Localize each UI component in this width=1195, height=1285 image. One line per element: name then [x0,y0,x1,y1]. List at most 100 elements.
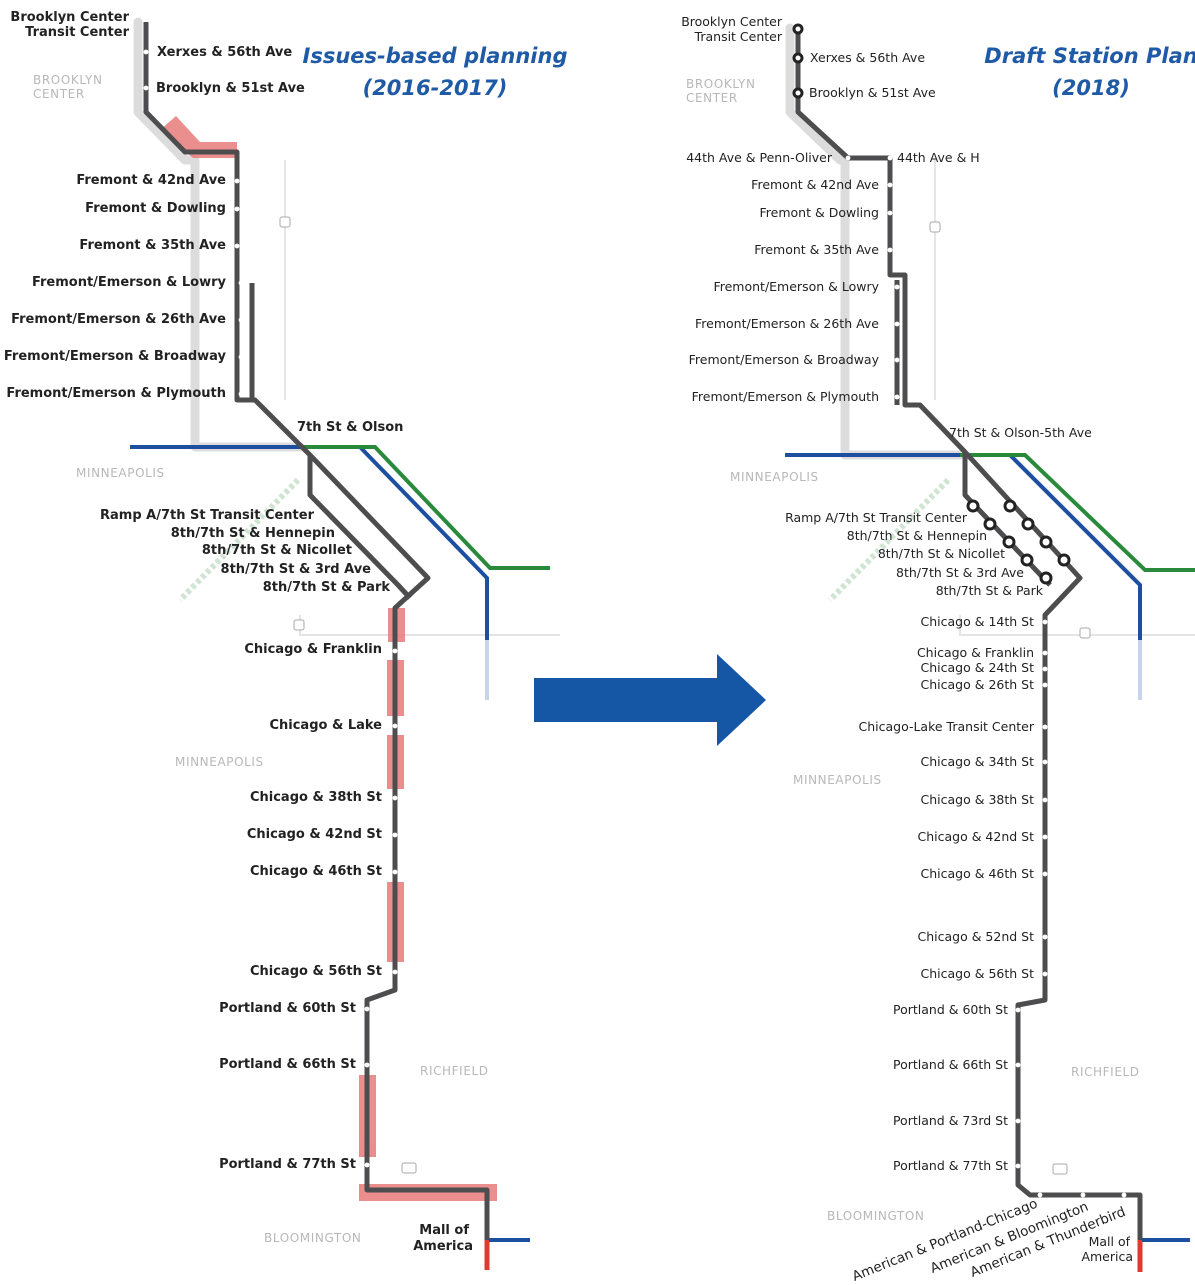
station-stop-marker [887,155,893,161]
station-stop-marker [359,533,365,539]
right-shield-94 [929,221,941,233]
station-stop-marker [1080,1192,1086,1198]
left-station-label: Portland & 77th St [219,1157,356,1172]
right-station-label: Fremont & Dowling [759,205,879,220]
right-shield-494 [1052,1163,1068,1175]
right-station-label: Fremont & 42nd Ave [751,177,879,192]
station-stop-marker [341,515,347,521]
right-title-line1: Draft Station Plan [984,44,1195,68]
right-station-label: Ramp A/7th St Transit Center [785,510,967,525]
station-stop-marker [238,354,244,360]
left-station-label: Ramp A/7th St Transit Center [100,508,314,523]
left-station-label: Chicago & 46th St [249,864,382,879]
station-stop-marker [792,52,804,64]
right-station-label: Fremont/Emerson & 26th Ave [695,316,879,331]
station-stop-marker [238,391,244,397]
right-green-line [960,453,1195,572]
station-stop-marker [1042,650,1048,656]
right-station-label: Xerxes & 56th Ave [810,50,926,65]
right-station-label: Portland & 73rd St [892,1113,1008,1128]
station-stop-marker [1039,571,1053,585]
station-stop-marker [238,280,244,286]
left-station-label: Transit Center [25,25,129,40]
right-station-label: 44th Ave & H [897,150,980,165]
left-station-label: Brooklyn Center [10,10,129,25]
left-station-label: Brooklyn & 51st Ave [156,81,305,96]
station-stop-marker [143,85,149,91]
left-station-label: 7th St & Olson [297,420,404,435]
station-stop-marker [1042,871,1048,877]
station-stop-marker [1003,499,1017,513]
station-stop-marker [1042,724,1048,730]
right-station-label: Chicago-Lake Transit Center [858,719,1034,734]
left-green-line [300,445,550,570]
station-stop-marker [894,284,900,290]
left-station-label: Fremont/Emerson & Broadway [3,349,226,364]
right-station-label: Chicago & 14th St [920,614,1034,629]
station-stop-marker [983,517,997,531]
station-stop-marker [1042,619,1048,625]
right-station-label: 8th/7th St & 3rd Ave [896,565,1024,580]
left-highway-94-south [299,615,560,636]
left-green-line-faded [177,477,301,603]
station-stop-marker [1015,1163,1021,1169]
left-title-line1: Issues-based planning [302,44,568,68]
right-station-label: Fremont/Emerson & Plymouth [691,389,879,404]
station-stop-marker [1015,1007,1021,1013]
right-green-line-faded [827,477,951,603]
right-city-richfield: RICHFIELD [1071,1065,1140,1079]
right-station-label: Chicago & Franklin [916,645,1034,660]
left-route-couplet [249,283,412,600]
station-stop-marker [1057,553,1071,567]
station-stop-marker [364,1162,370,1168]
right-title-line2: (2018) [1052,76,1130,100]
station-stop-marker [1002,535,1016,549]
left-station-label: 8th/7th St & Nicollet [201,543,352,558]
left-station-label: Chicago & 42nd St [246,827,382,842]
left-station-label: Mall of [419,1223,469,1238]
station-stop-marker [1042,666,1048,672]
right-map [785,23,1195,1272]
station-stop-marker [238,317,244,323]
left-shield-94 [279,216,291,228]
station-stop-marker [1039,535,1053,549]
station-stop-marker [1042,971,1048,977]
left-title-line2: (2016-2017) [362,76,508,100]
left-route [143,22,490,1240]
left-station-label: Fremont & Dowling [85,201,226,216]
station-stop-marker [1015,1062,1021,1068]
right-station-label: Chicago & 26th St [920,677,1034,692]
station-stop-marker [143,49,149,55]
station-stop-marker [392,869,398,875]
station-stop-marker [392,723,398,729]
station-stop-marker [887,247,893,253]
right-station-label: America [1081,1249,1133,1264]
right-station-label: Fremont/Emerson & Broadway [688,352,879,367]
right-city-brooklyn: BROOKLYN [686,77,756,91]
right-highway-94-south [959,615,1195,636]
right-station-label: Chicago & 46th St [920,866,1034,881]
station-stop-marker [792,23,804,35]
station-stop-marker [1042,834,1048,840]
station-stop-marker [894,394,900,400]
right-city-minneapolis-south: MINNEAPOLIS [793,773,882,787]
station-stop-marker [1121,1192,1127,1198]
left-station-label: Portland & 66th St [219,1057,356,1072]
right-station-label: Fremont & 35th Ave [754,242,879,257]
left-city-center: CENTER [33,87,85,101]
station-stop-marker [887,210,893,216]
right-station-label: Chicago & 52nd St [917,929,1034,944]
station-stop-marker [392,969,398,975]
right-route-couplet [894,280,1052,587]
station-stop-marker [1021,517,1035,531]
station-stop-marker [1020,553,1034,567]
right-station-label: Brooklyn & 51st Ave [809,85,936,100]
station-stop-marker [395,570,401,576]
left-panel-title: Issues-based planning (2016-2017) [300,40,570,104]
station-stop-marker [1042,682,1048,688]
right-city-bloomington: BLOOMINGTON [827,1209,925,1223]
station-stop-marker [323,497,329,503]
station-stop-marker [392,648,398,654]
right-station-label: Portland & 60th St [892,1002,1008,1017]
